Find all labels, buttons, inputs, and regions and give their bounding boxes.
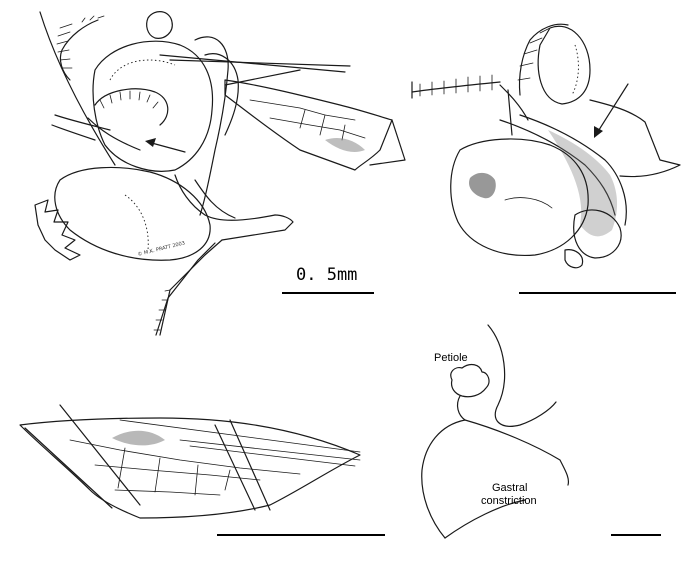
antenna-tip [81, 15, 105, 23]
antenna-upper [59, 19, 99, 81]
c-vein-1 [69, 439, 301, 475]
gaster-outline [54, 166, 211, 261]
b-right-flap [589, 99, 681, 178]
scale-bar-main: 0. 5mm [282, 265, 374, 294]
thorax-outline [194, 36, 229, 216]
d-gaster-bottom [444, 499, 526, 539]
body-outline-curve [39, 11, 116, 166]
c-wing-crack [59, 404, 141, 506]
forewing-stigma [325, 138, 365, 152]
b-upright-segments [517, 27, 551, 81]
hindleg-tibia [159, 239, 223, 336]
c-vein-3 [114, 489, 221, 496]
d-gaster-left [421, 419, 466, 539]
label-petiole: Petiole [434, 352, 468, 364]
b-hind-bulb [573, 209, 622, 259]
head-dots [109, 59, 176, 81]
membrane-lobe [34, 199, 81, 261]
head-arrow-shaft [147, 141, 186, 153]
label-gastral: Gastral [492, 482, 527, 494]
d-outline-right [487, 324, 557, 427]
b-antenna [411, 81, 501, 93]
panel-mesosoma [411, 23, 681, 269]
scale-bar-label: 0. 5mm [296, 265, 357, 285]
foreleg-2 [51, 124, 96, 141]
b-stippled-area [548, 130, 618, 237]
b-arrow-head [594, 126, 603, 138]
midleg-inner [194, 179, 236, 219]
b-gaster-fold [504, 197, 553, 209]
forewing-outline [224, 79, 393, 171]
b-petiole-outline-2 [519, 114, 627, 226]
hindleg-tarsus [153, 289, 171, 331]
gaster-suture [124, 194, 149, 251]
forewing-vein-a [249, 99, 356, 121]
c-cross-veins [117, 447, 231, 496]
hindleg-tibia-2 [155, 242, 216, 336]
d-petiole-stalk [456, 395, 466, 421]
panel-petiole: Petiole Gastral constriction [421, 324, 570, 539]
artist-signature: © M.K. PRATT 2003 [137, 239, 186, 258]
b-dot-cluster [469, 172, 496, 199]
c-wing-crack-2 [229, 419, 271, 511]
c-wing-costa [24, 427, 113, 509]
b-leg-lines [499, 84, 529, 136]
forewing-cross-veins [299, 109, 346, 141]
hindleg-femur [221, 214, 294, 241]
head-arrow-head [145, 138, 156, 147]
antenna-curved-segments [99, 90, 159, 109]
wing-vein-long-2 [169, 59, 351, 67]
b-antenna-segments [419, 74, 493, 97]
antenna-segments-upper [56, 23, 73, 69]
c-subcosta [119, 419, 361, 453]
b-pronotum [537, 25, 591, 105]
panel-habitus: © M.K. PRATT 2003 [34, 11, 406, 336]
wing-tip-fold [369, 119, 406, 166]
b-arrow-shaft [596, 83, 629, 134]
panel-wing [19, 404, 361, 519]
b-small-lobe [564, 249, 584, 269]
d-petiole-node [450, 363, 490, 398]
c-stigma [112, 430, 165, 446]
label-constriction: constriction [481, 495, 537, 507]
mandible-line [87, 117, 141, 151]
c-long-veins [179, 439, 361, 467]
forewing-vein-b [269, 117, 366, 139]
thorax-outline-2 [204, 53, 239, 136]
c-vein-2 [94, 464, 261, 481]
foreleg [54, 114, 111, 131]
wing-vein-long-1 [159, 54, 346, 73]
d-gaster-top [464, 419, 570, 486]
eye-bump [146, 11, 173, 39]
head-outline [92, 40, 214, 172]
b-pronotum-dots [571, 44, 579, 96]
c-wing-outline [19, 417, 361, 519]
midleg-femur [174, 174, 276, 221]
b-petiole-outline [499, 119, 616, 216]
b-upright-antenna [518, 23, 569, 96]
antenna-curved [94, 88, 169, 126]
